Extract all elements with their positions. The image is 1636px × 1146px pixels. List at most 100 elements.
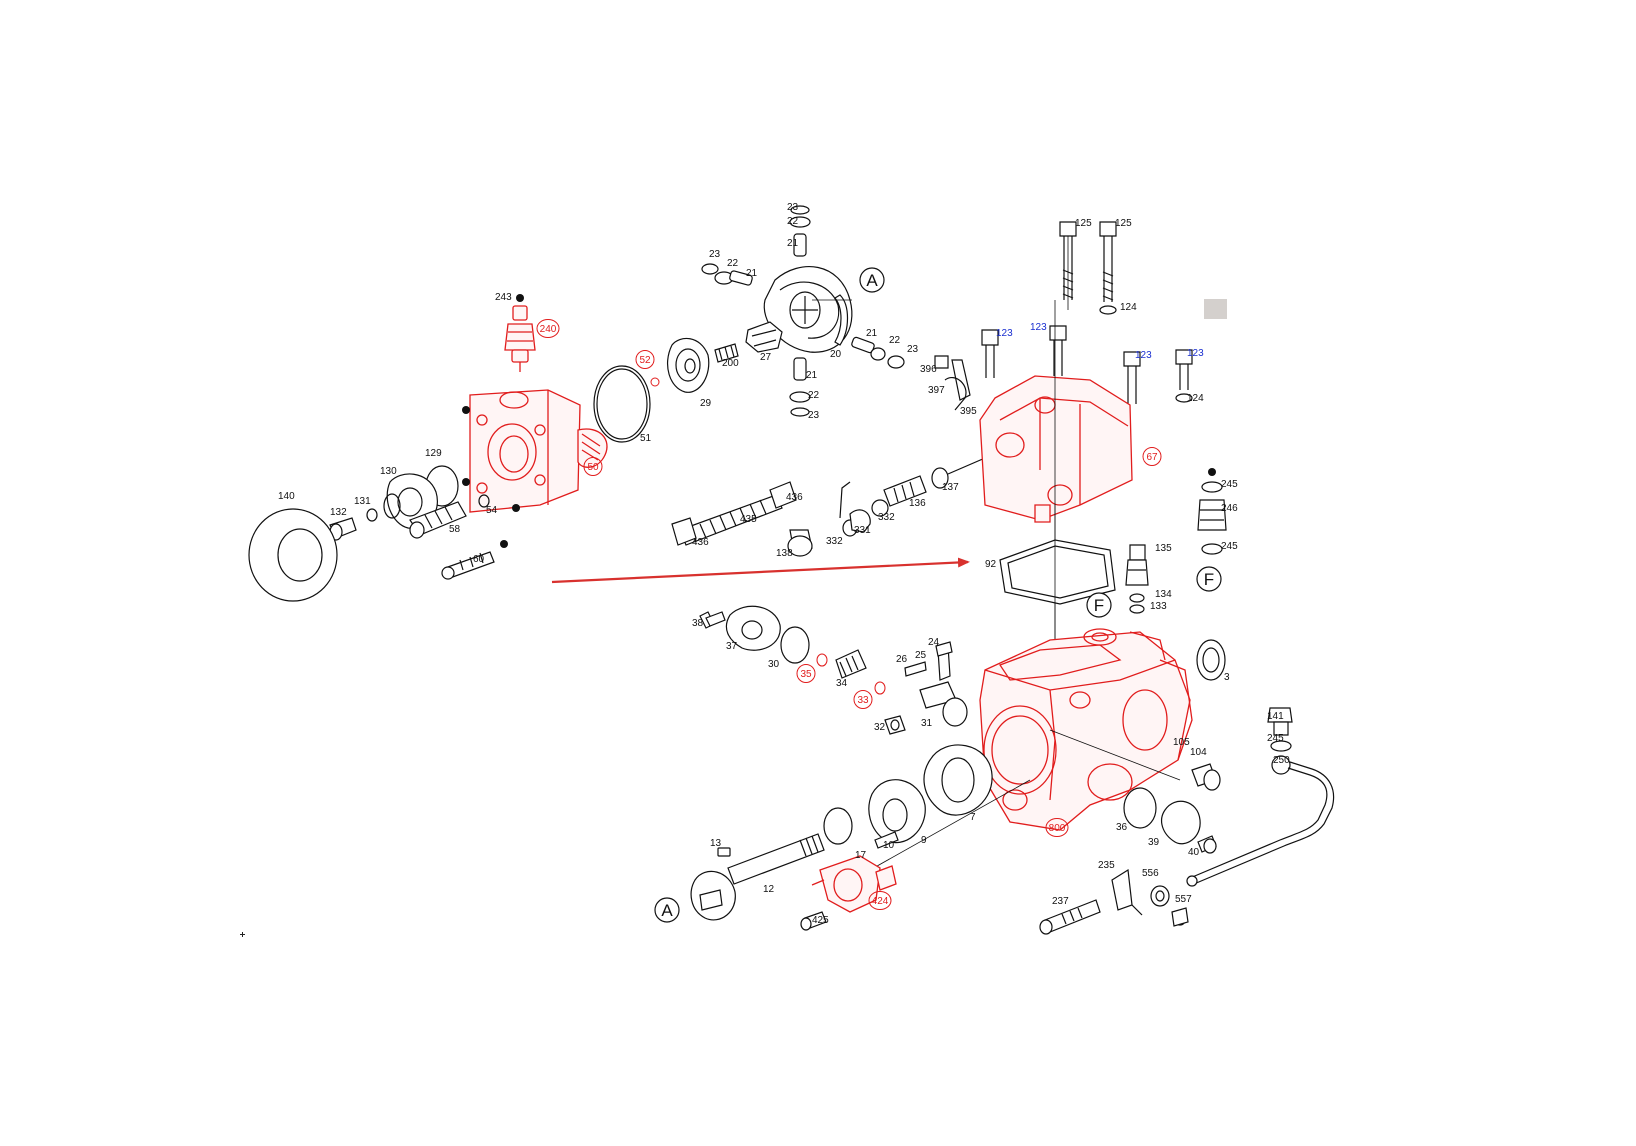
distributor-head-assembly [248,294,651,602]
part-number-129: 129 [425,448,442,459]
gasket [999,504,1116,640]
part-number-237: 237 [1052,896,1069,907]
marker-letter: F [1204,570,1214,589]
highlighted-part-35: 35 [796,664,816,683]
highlight-ring [868,891,892,910]
part-number-425: 425 [812,915,829,926]
part-number-556: 556 [1142,868,1159,879]
part-number-332a: 332 [878,512,895,523]
part-number-22c: 22 [889,335,901,346]
part-number-250: 250 [1273,755,1290,766]
part-number-245a: 245 [1221,479,1238,490]
part-number-332b: 332 [826,536,843,547]
part-number-243: 243 [495,292,512,303]
part-number-21a: 21 [787,238,799,249]
part-number-331: 331 [854,525,871,536]
part-number-123d: 123 [1187,348,1204,359]
highlighted-part-number: 35 [800,669,812,680]
part-number-136: 136 [909,498,926,509]
part-number-104: 104 [1190,747,1207,758]
roller-ring-assembly [650,205,905,417]
timer-spring-assembly [671,457,986,557]
part-number-92: 92 [985,559,997,570]
part-number-436b: 436 [692,537,709,548]
highlighted-part-240: 240 [536,319,560,338]
red-callout-labels: 240 52 50 67 35 33 800 424 [536,319,1162,910]
part-number-17: 17 [855,850,867,861]
part-number-397: 397 [928,385,945,396]
part-number-21c: 21 [866,328,878,339]
part-number-436a: 436 [786,492,803,503]
part-number-133: 133 [1150,601,1167,612]
connection-marker-A-bottom: A [654,897,680,923]
part-number-125b: 125 [1115,218,1132,229]
pump-housing [869,628,1226,871]
part-number-135: 135 [1155,543,1172,554]
marker-letter: F [1094,596,1104,615]
part-number-40: 40 [1188,847,1200,858]
part-number-123b: 123 [1030,322,1047,333]
part-number-130: 130 [380,466,397,477]
part-number-22a: 22 [787,216,799,227]
part-number-21b: 21 [746,268,758,279]
part-number-124a: 124 [1120,302,1137,313]
part-number-12: 12 [763,884,775,895]
part-number-51: 51 [640,433,652,444]
part-number-25: 25 [915,650,927,661]
part-number-3: 3 [1224,672,1230,683]
part-number-134: 134 [1155,589,1172,600]
part-number-20: 20 [830,349,842,360]
lower-right-fittings [1039,707,1335,935]
part-number-31: 31 [921,718,933,729]
part-number-39: 39 [1148,837,1160,848]
marker-circle [1086,592,1112,618]
part-number-23c: 23 [907,344,919,355]
part-number-246: 246 [1221,503,1238,514]
part-number-21d: 21 [806,370,818,381]
part-number-27: 27 [760,352,772,363]
marker-circle [1196,566,1222,592]
highlight-ring [536,319,560,338]
part-number-131: 131 [354,496,371,507]
highlight-ring [853,690,873,709]
pointer-arrow [551,557,970,584]
highlighted-part-33: 33 [853,690,873,709]
part-number-32: 32 [874,722,886,733]
highlighted-part-number: 33 [857,695,869,706]
part-number-23a: 23 [787,202,799,213]
part-number-37: 37 [726,641,738,652]
part-number-29: 29 [700,398,712,409]
part-number-396: 396 [920,364,937,375]
part-number-54: 54 [486,505,498,516]
part-number-30: 30 [768,659,780,670]
part-number-123c: 123 [1135,350,1152,361]
highlighted-part-number: 50 [587,462,599,473]
highlighted-part-number: 424 [872,896,889,907]
part-number-22b: 22 [727,258,739,269]
highlighted-part-67: 67 [1142,447,1162,466]
part-number-26: 26 [896,654,908,665]
highlight-ring [1142,447,1162,466]
part-number-36: 36 [1116,822,1128,833]
part-number-22d: 22 [808,390,820,401]
part-number-38: 38 [692,618,704,629]
highlight-ring [635,350,655,369]
part-number-10: 10 [883,840,895,851]
governor-cover [934,221,1193,700]
part-number-235: 235 [1098,860,1115,871]
highlighted-part-50: 50 [583,457,603,476]
highlighted-part-number: 800 [1049,823,1066,834]
part-number-138: 138 [776,548,793,559]
marker-letter: A [661,901,673,920]
cold-start-device [699,605,968,735]
part-number-23d: 23 [808,410,820,421]
part-number-435: 435 [740,514,757,525]
highlighted-part-424: 424 [868,891,892,910]
highlighted-part-52: 52 [635,350,655,369]
part-number-23b: 23 [709,249,721,260]
highlight-ring [796,664,816,683]
highlighted-part-number: 52 [639,355,651,366]
part-number-557: 557 [1175,894,1192,905]
